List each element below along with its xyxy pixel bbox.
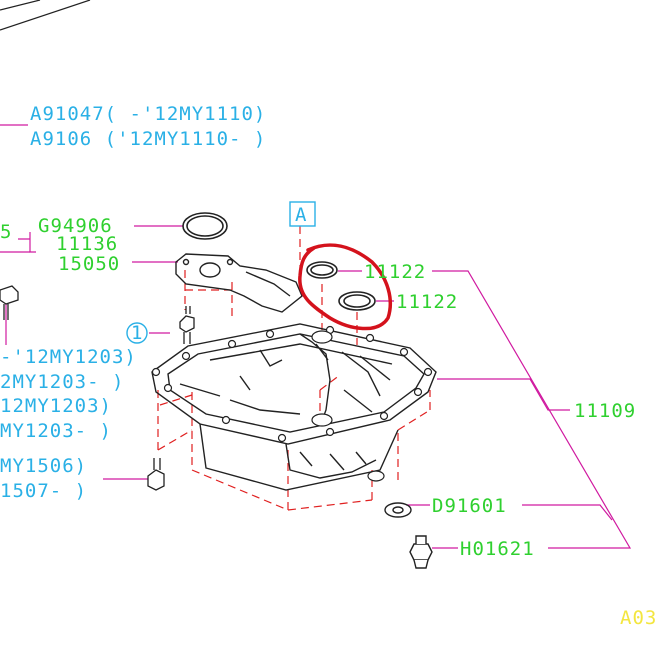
note-12my1203-d: MY1203- ) xyxy=(0,420,112,442)
section-marker-label: A xyxy=(295,204,307,226)
label-11136: 11136 xyxy=(56,233,118,255)
highlight-circle xyxy=(298,243,392,331)
gasket-ring-icon xyxy=(182,212,228,240)
note-my1506: MY1506) xyxy=(0,455,87,477)
seal-ring-icon xyxy=(306,261,376,311)
bolt-icon xyxy=(0,285,195,491)
leader-lines xyxy=(0,124,632,549)
note-12my1203-c: 12MY1203) xyxy=(0,395,112,417)
callout-1-label: 1 xyxy=(131,322,143,344)
label-11109: 11109 xyxy=(574,400,636,422)
pan-pickup-bosses xyxy=(311,330,385,482)
adjacent-part-fragment xyxy=(0,0,91,31)
pan-bolt-holes xyxy=(151,325,433,443)
drain-plug-icon xyxy=(409,535,433,569)
label-a91047: A91047( -'12MY1110) xyxy=(30,103,266,125)
note-12my1203-a: -'12MY1203) xyxy=(0,346,137,368)
circled-number-icon xyxy=(126,322,148,344)
note-1507: 1507- ) xyxy=(0,480,87,502)
label-d91601: D91601 xyxy=(432,495,507,517)
washer-icon xyxy=(384,502,412,518)
section-box-icon xyxy=(289,201,316,227)
label-g94906: G94906 xyxy=(38,215,113,237)
oil-pan xyxy=(151,323,437,491)
label-11122-upper: 11122 xyxy=(364,261,426,283)
label-h01621: H01621 xyxy=(460,538,535,560)
label-a9106: A9106 ('12MY1110- ) xyxy=(30,128,266,150)
label-15050: 15050 xyxy=(58,253,120,275)
label-11136-prefix: 5 xyxy=(0,221,12,243)
label-11122-lower: 11122 xyxy=(396,291,458,313)
note-12my1203-b: 2MY1203- ) xyxy=(0,371,124,393)
oil-strainer-part xyxy=(175,253,303,313)
page-ref: A03 xyxy=(620,607,657,629)
